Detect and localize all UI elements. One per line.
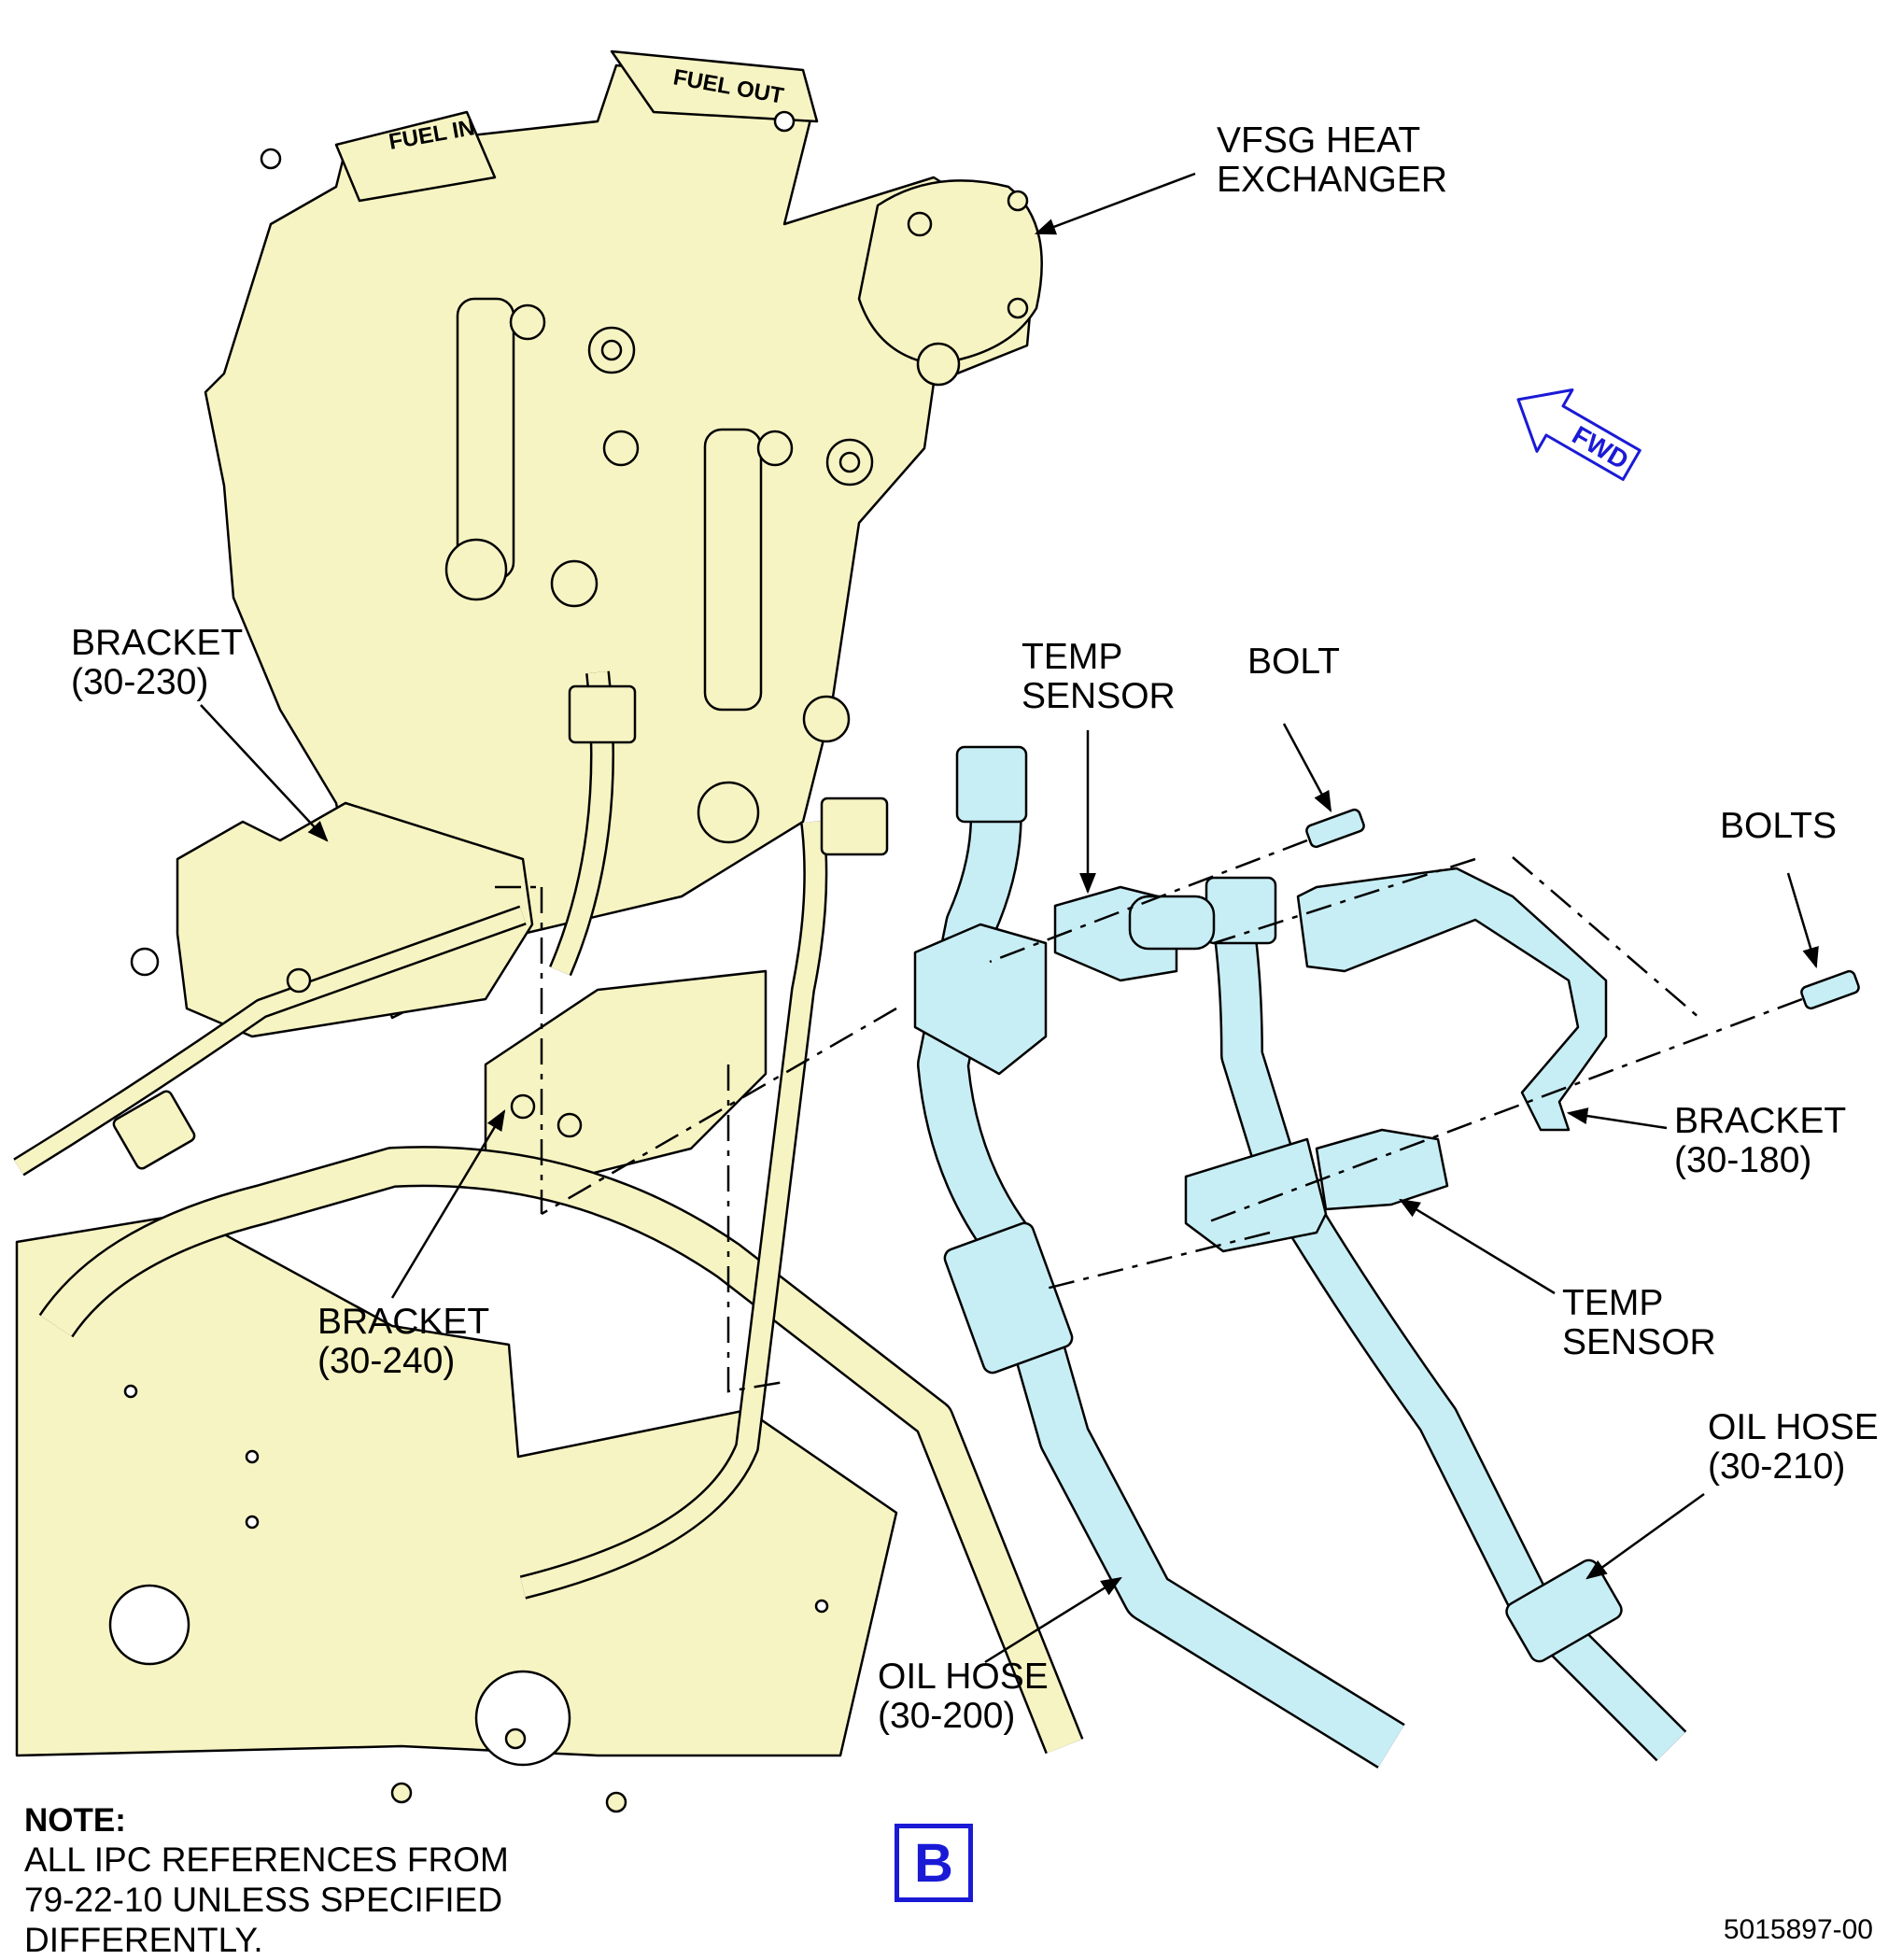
temp-sensor-bottom-part	[1315, 1128, 1449, 1211]
fuel-out-flange	[610, 49, 819, 123]
leader-lines	[200, 172, 1819, 1664]
note-title: NOTE:	[24, 1802, 126, 1839]
bracket-30-180-part	[1296, 867, 1608, 1132]
note-body: ALL IPC REFERENCES FROM 79-22-10 UNLESS …	[24, 1840, 509, 1960]
figure-number: 5015897-00	[1723, 1914, 1873, 1945]
sensor-manifold-top	[913, 923, 1048, 1076]
note-line: DIFFERENTLY.	[24, 1921, 263, 1959]
callout-temp-sensor-top: TEMP SENSOR	[1021, 637, 1176, 716]
bolts-part	[1800, 969, 1860, 1010]
sensor-manifold-bottom	[1184, 1137, 1328, 1253]
housing-fasteners	[286, 190, 1029, 1813]
forward-arrow-icon: FWD	[1516, 388, 1641, 481]
callout-bolts: BOLTS	[1720, 806, 1837, 846]
leader-bracket-30-240	[390, 1109, 506, 1299]
callout-vfsg-heat-exchanger: VFSG HEAT EXCHANGER	[1217, 120, 1448, 200]
callout-bracket-30-230: BRACKET (30-230)	[71, 623, 244, 702]
callout-oil-hose-30-200: OIL HOSE (30-200)	[878, 1657, 1049, 1736]
leader-bolts	[1786, 872, 1819, 969]
mounting-plate	[15, 1212, 898, 1757]
heat-exchanger-dome	[857, 179, 1043, 366]
note-line: 79-22-10 UNLESS SPECIFIED	[24, 1881, 503, 1919]
bolt-part	[1305, 808, 1365, 849]
callout-bracket-30-180: BRACKET (30-180)	[1674, 1101, 1847, 1180]
leader-oil-hose-30-210	[1585, 1492, 1705, 1580]
fuel-in-flange	[334, 110, 497, 203]
leader-bracket-30-180	[1566, 1107, 1668, 1130]
plate-holes	[108, 110, 829, 1767]
alignment-lines	[495, 839, 1803, 1393]
view-label: B	[895, 1824, 973, 1902]
vfsg-housing	[204, 63, 1038, 1020]
leader-vfsg-heat-exchanger	[1034, 172, 1196, 235]
bracket-30-240-shape	[484, 969, 768, 1178]
highlighted-components	[913, 745, 1860, 1769]
housing-cylinder-2	[703, 428, 763, 712]
leader-bracket-30-230	[200, 704, 329, 842]
callout-temp-sensor-bottom: TEMP SENSOR	[1562, 1283, 1716, 1362]
leader-oil-hose-30-200	[984, 1576, 1122, 1664]
note-line: ALL IPC REFERENCES FROM	[24, 1840, 509, 1879]
housing-cylinder-1	[456, 297, 515, 581]
leader-temp-sensor-bottom	[1399, 1198, 1556, 1295]
callout-oil-hose-30-210: OIL HOSE (30-210)	[1708, 1407, 1879, 1487]
callout-bracket-30-240: BRACKET (30-240)	[317, 1302, 490, 1381]
leader-bolt	[1282, 723, 1332, 812]
bracket-30-230-shape	[176, 801, 534, 1038]
vfsg-assembly	[13, 49, 1084, 1757]
callout-bolt: BOLT	[1247, 642, 1340, 682]
